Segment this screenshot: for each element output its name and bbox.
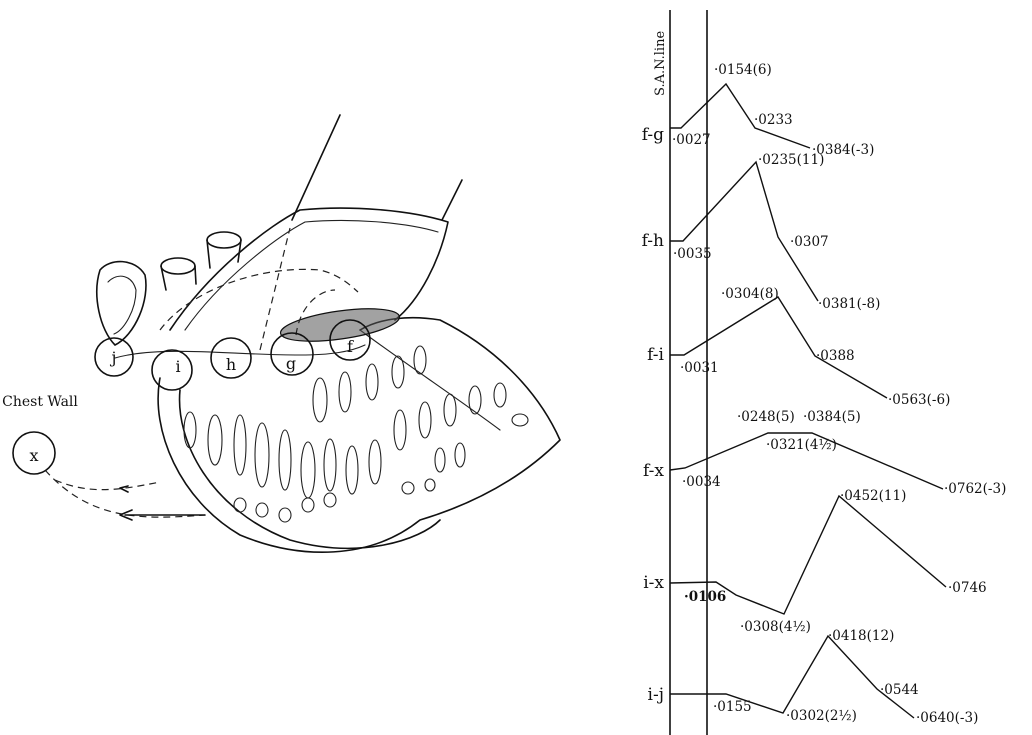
point-g-label: g [286,354,296,373]
atrium-inner-outline [185,220,438,330]
point-f-label: f [347,337,354,356]
vessel-stump-sides [207,240,241,268]
atrium-outline [170,208,448,330]
value-label: ·0302(2½) [786,708,857,724]
value-label: ·0381(-8) [818,296,880,312]
aorta-inner [108,276,136,334]
value-label: ·0304(8) [721,286,779,302]
value-label: ·0544 [880,682,919,698]
value-label: ·0418(12) [828,628,894,644]
value-label: ·0235(11) [758,152,824,168]
value-label: ·0308(4½) [740,619,811,635]
vessel-stump [207,232,241,248]
chest-wall-label: Chest Wall [2,394,78,410]
arrow-head [120,510,205,520]
value-label: ·0307 [790,234,829,250]
value-label: ·0154(6) [714,62,772,78]
value-label: ·0035 [673,246,712,262]
value-label: ·0027 [672,132,711,148]
timing-chart: S.A.N.line f-g ·0027 ·0154(6) ·0233 ·038… [642,10,1007,735]
row-label: f-h [642,231,664,251]
dashed-path [55,480,160,490]
point-i-circle [152,350,192,390]
row-label: f-g [642,125,664,145]
value-label: ·0031 [680,360,719,376]
conduction-line [115,345,365,358]
aorta-outline [97,262,146,345]
vessel-line [292,115,340,220]
value-label: ·0233 [754,112,793,128]
heart-illustration [45,115,560,552]
value-label: ·0034 [682,474,721,490]
value-label: ·0384(5) [803,409,861,425]
value-label: ·0746 [948,580,987,596]
row-label: f-i [647,345,664,365]
hatched-region [279,303,402,347]
value-label: ·0321(4½) [766,437,837,453]
point-i-label: i [175,357,180,376]
vessel-stump-sides [161,266,196,290]
value-label: ·0563(-6) [888,392,950,408]
value-label: ·0248(5) [737,409,795,425]
arrow-head [120,486,128,492]
row-label: i-x [643,573,664,593]
point-h-label: h [226,355,236,374]
value-label: ·0388 [816,348,855,364]
septum-line [360,330,500,430]
point-j-label: j [110,348,117,367]
row-label: f-x [643,461,664,481]
vessel-stump [161,258,195,274]
row-label: i-j [648,685,664,705]
value-label: ·0640(-3) [916,710,978,726]
value-label: ·0762(-3) [944,481,1006,497]
vessel-line [442,180,462,220]
value-label: ·0155 [713,699,752,715]
ventricle-lower-outline [180,390,440,548]
trace-f-h [670,162,818,301]
san-line-label: S.A.N.line [653,31,668,96]
chest-wall: Chest Wall x [2,394,78,474]
value-label: ·0106 [684,589,726,605]
value-label: ·0452(11) [840,488,906,504]
point-x-label: x [29,446,38,465]
